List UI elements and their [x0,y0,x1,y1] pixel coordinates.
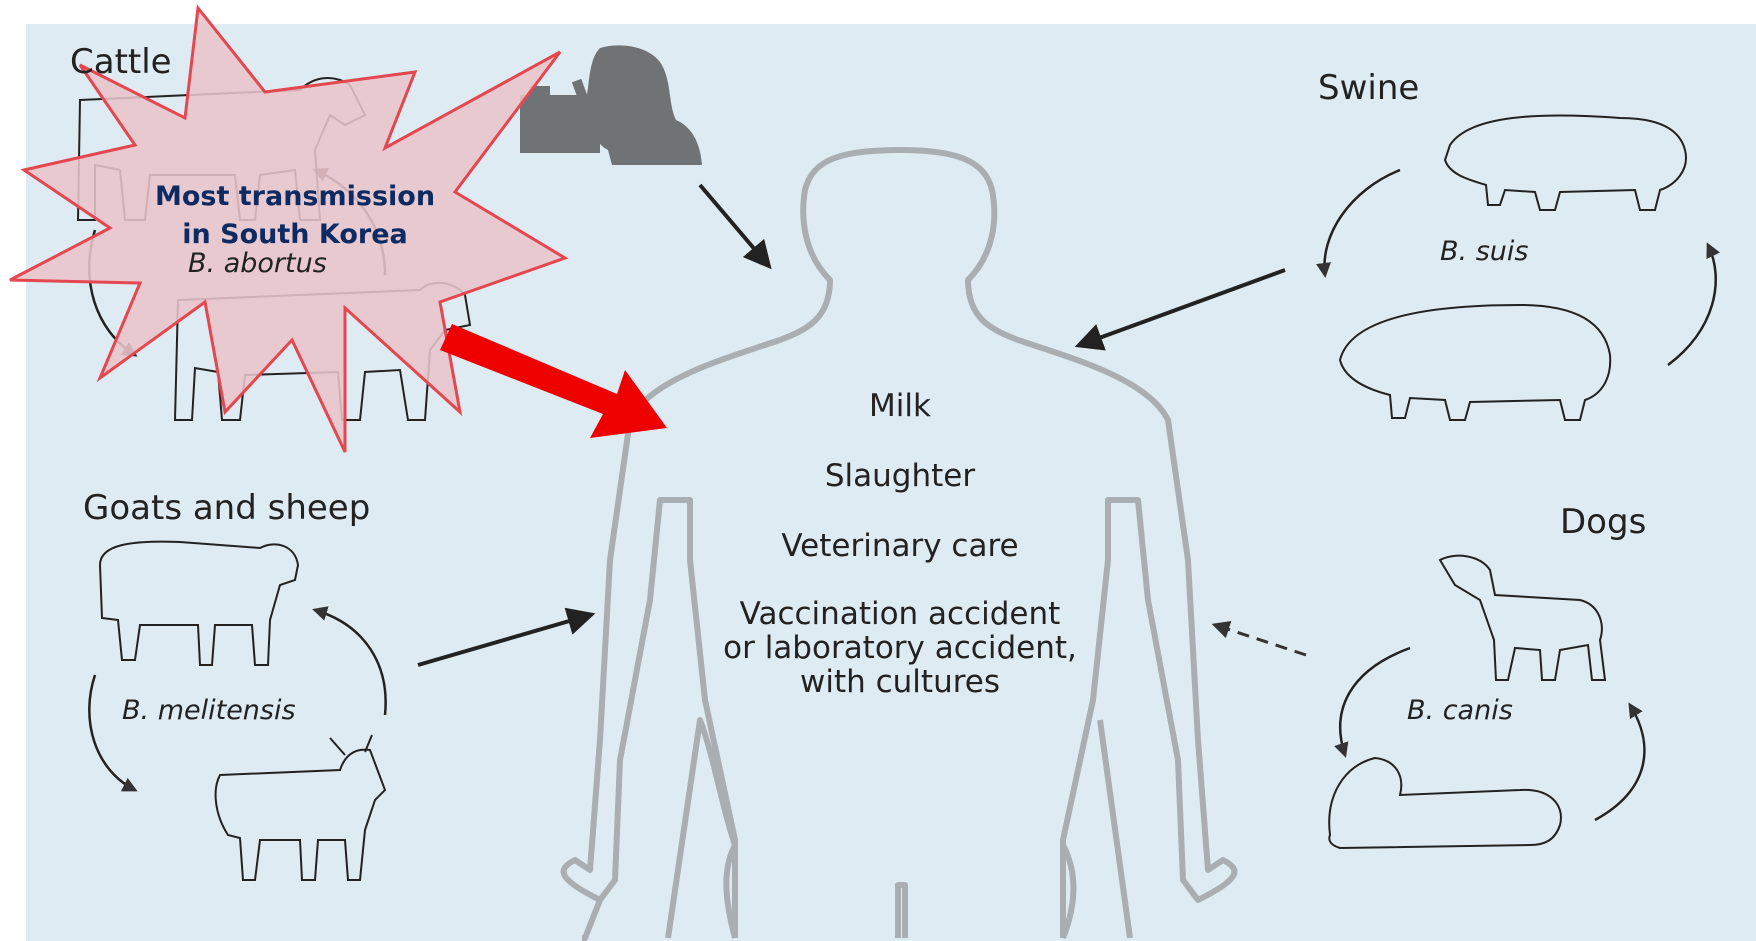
goat-icon [216,735,385,880]
cycle-arrow-dogs-left [1340,648,1410,755]
arrow-dogs-to-human [1215,625,1306,655]
cycle-arrow-goats-right [315,610,386,715]
dogs-species-label: B. canis [1407,695,1513,726]
cycle-arrow-swine-left [1324,170,1400,275]
cycle-arrow-dogs-right [1595,705,1644,820]
cycle-arrow-goats-left [89,675,135,790]
cattle-label: Cattle [70,42,172,82]
dogs-label: Dogs [1560,502,1646,542]
route-milk: Milk [620,388,1180,424]
arrow-swine-to-human [1080,270,1285,345]
callout-line-2: in South Korea [120,216,470,254]
route-veterinary-care: Veterinary care [620,528,1180,564]
swine-icon [1340,115,1686,420]
arrow-goats-to-human [418,615,590,665]
swine-species-label: B. suis [1440,236,1528,267]
route-slaughter: Slaughter [620,458,1180,494]
callout-line-1: Most transmission [120,178,470,216]
sheep-icon [100,542,298,665]
cycle-arrow-swine-right [1668,245,1716,365]
swine-label: Swine [1318,68,1419,108]
callout-text: Most transmission in South Korea [120,178,470,254]
route-vaccination-laboratory-accident: Vaccination accident or laboratory accid… [620,597,1180,699]
arrow-researcher-to-human [700,185,768,265]
goats-sheep-label: Goats and sheep [83,488,370,528]
goats-sheep-species-label: B. melitensis [122,695,296,726]
